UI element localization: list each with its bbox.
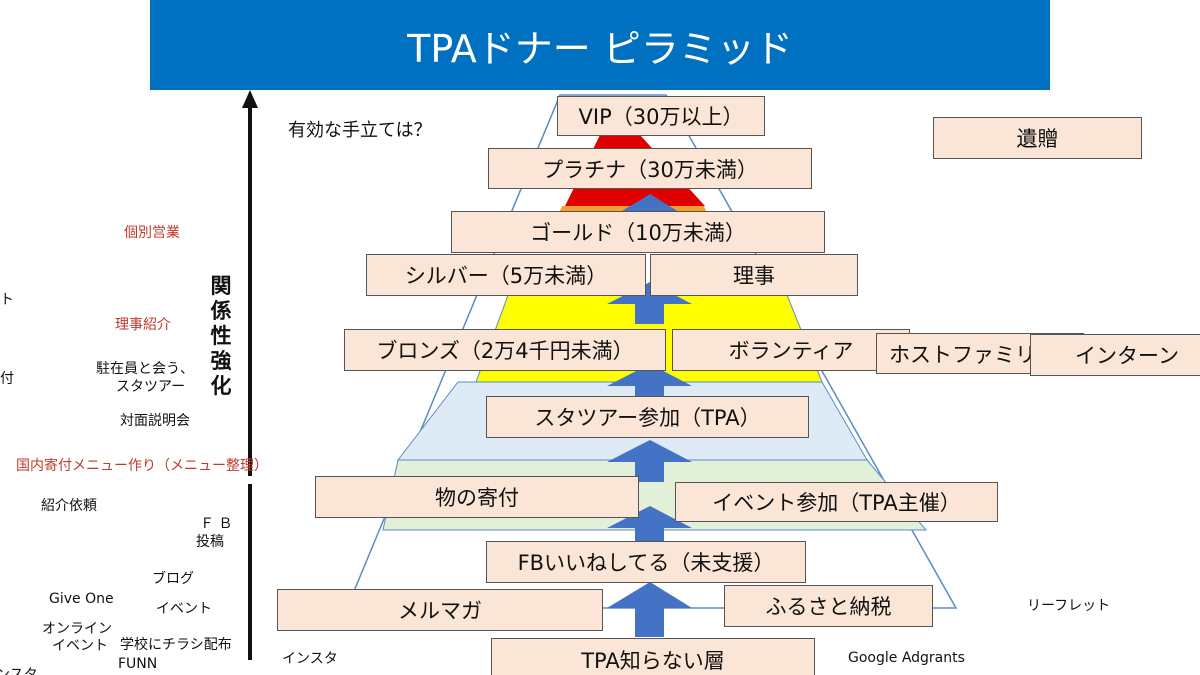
relationship-label: 関 係 性 強 化 xyxy=(210,274,232,398)
tier-furusato-box: ふるさと納税 xyxy=(724,585,933,627)
tier-bronze-box: ブロンズ（2万4千円未満） xyxy=(344,329,666,371)
note-individual-sales: 個別営業 xyxy=(124,225,180,241)
tier-intern-box: インターン xyxy=(1030,334,1200,376)
note-online-2: イベント xyxy=(52,638,108,654)
tier-silver-box: シルバー（5万未満） xyxy=(366,254,646,296)
note-domestic-menu: 国内寄付メニュー作り（メニュー整理） xyxy=(16,458,268,474)
tier-mail-magazine-box: メルマガ xyxy=(277,589,603,631)
page-title: TPAドナー ピラミッド xyxy=(407,26,793,71)
arrow-icon xyxy=(607,282,692,324)
tier-vip-box: VIP（30万以上） xyxy=(557,96,765,136)
note-edge-1: ト xyxy=(0,292,14,308)
note-fb-post-2: 投稿 xyxy=(196,534,224,550)
tier-stay-tour-box: スタツアー参加（TPA） xyxy=(486,396,809,438)
note-face-to-face: 対面説明会 xyxy=(120,413,190,429)
question-text: 有効な手立ては？ xyxy=(288,120,432,141)
tier-goods-donation-box: 物の寄付 xyxy=(315,476,639,518)
note-fb-post-1: Ｆ Ｂ xyxy=(200,516,233,532)
relationship-axis-arrowhead xyxy=(242,90,258,108)
note-funn: FUNN xyxy=(118,656,158,672)
tier-director-box: 理事 xyxy=(650,254,858,296)
note-edge-3: ンスタ xyxy=(0,667,38,675)
arrow-icon xyxy=(607,440,692,482)
note-intro-request: 紹介依頼 xyxy=(41,498,97,514)
axis-break xyxy=(245,476,255,484)
tier-event-join-box: イベント参加（TPA主催） xyxy=(675,482,998,522)
tier-fb-like-box: FBいいねしてる（未支援） xyxy=(486,541,806,583)
tier-platinum-box: プラチナ（30万未満） xyxy=(488,148,812,189)
note-edge-2: 付 xyxy=(0,371,14,387)
tier-volunteer-box: ボランティア xyxy=(672,329,910,371)
note-online-1: オンライン xyxy=(42,621,112,637)
note-event: イベント xyxy=(156,601,212,617)
note-give-one: Give One xyxy=(49,591,114,607)
bequest-box: 遺贈 xyxy=(933,117,1142,159)
note-director-intro: 理事紹介 xyxy=(115,317,171,333)
arrow-icon xyxy=(607,506,692,548)
note-meet-staff: 駐在員と会う、 xyxy=(96,361,194,377)
tier-unaware-box: TPA知らない層 xyxy=(491,638,815,675)
note-google-adgrants: Google Adgrants xyxy=(848,650,965,666)
note-stay-tour: スタツアー xyxy=(116,379,186,395)
note-blog: ブログ xyxy=(152,571,194,587)
tier-gold-box: ゴールド（10万未満） xyxy=(451,211,825,253)
note-school-flyer: 学校にチラシ配布 xyxy=(120,637,232,653)
title-banner: TPAドナー ピラミッド xyxy=(150,0,1050,90)
arrow-icon xyxy=(607,364,692,400)
note-leaflet: リーフレット xyxy=(1027,598,1111,614)
note-instagram: インスタ xyxy=(282,651,338,667)
arrow-icon xyxy=(607,582,692,637)
